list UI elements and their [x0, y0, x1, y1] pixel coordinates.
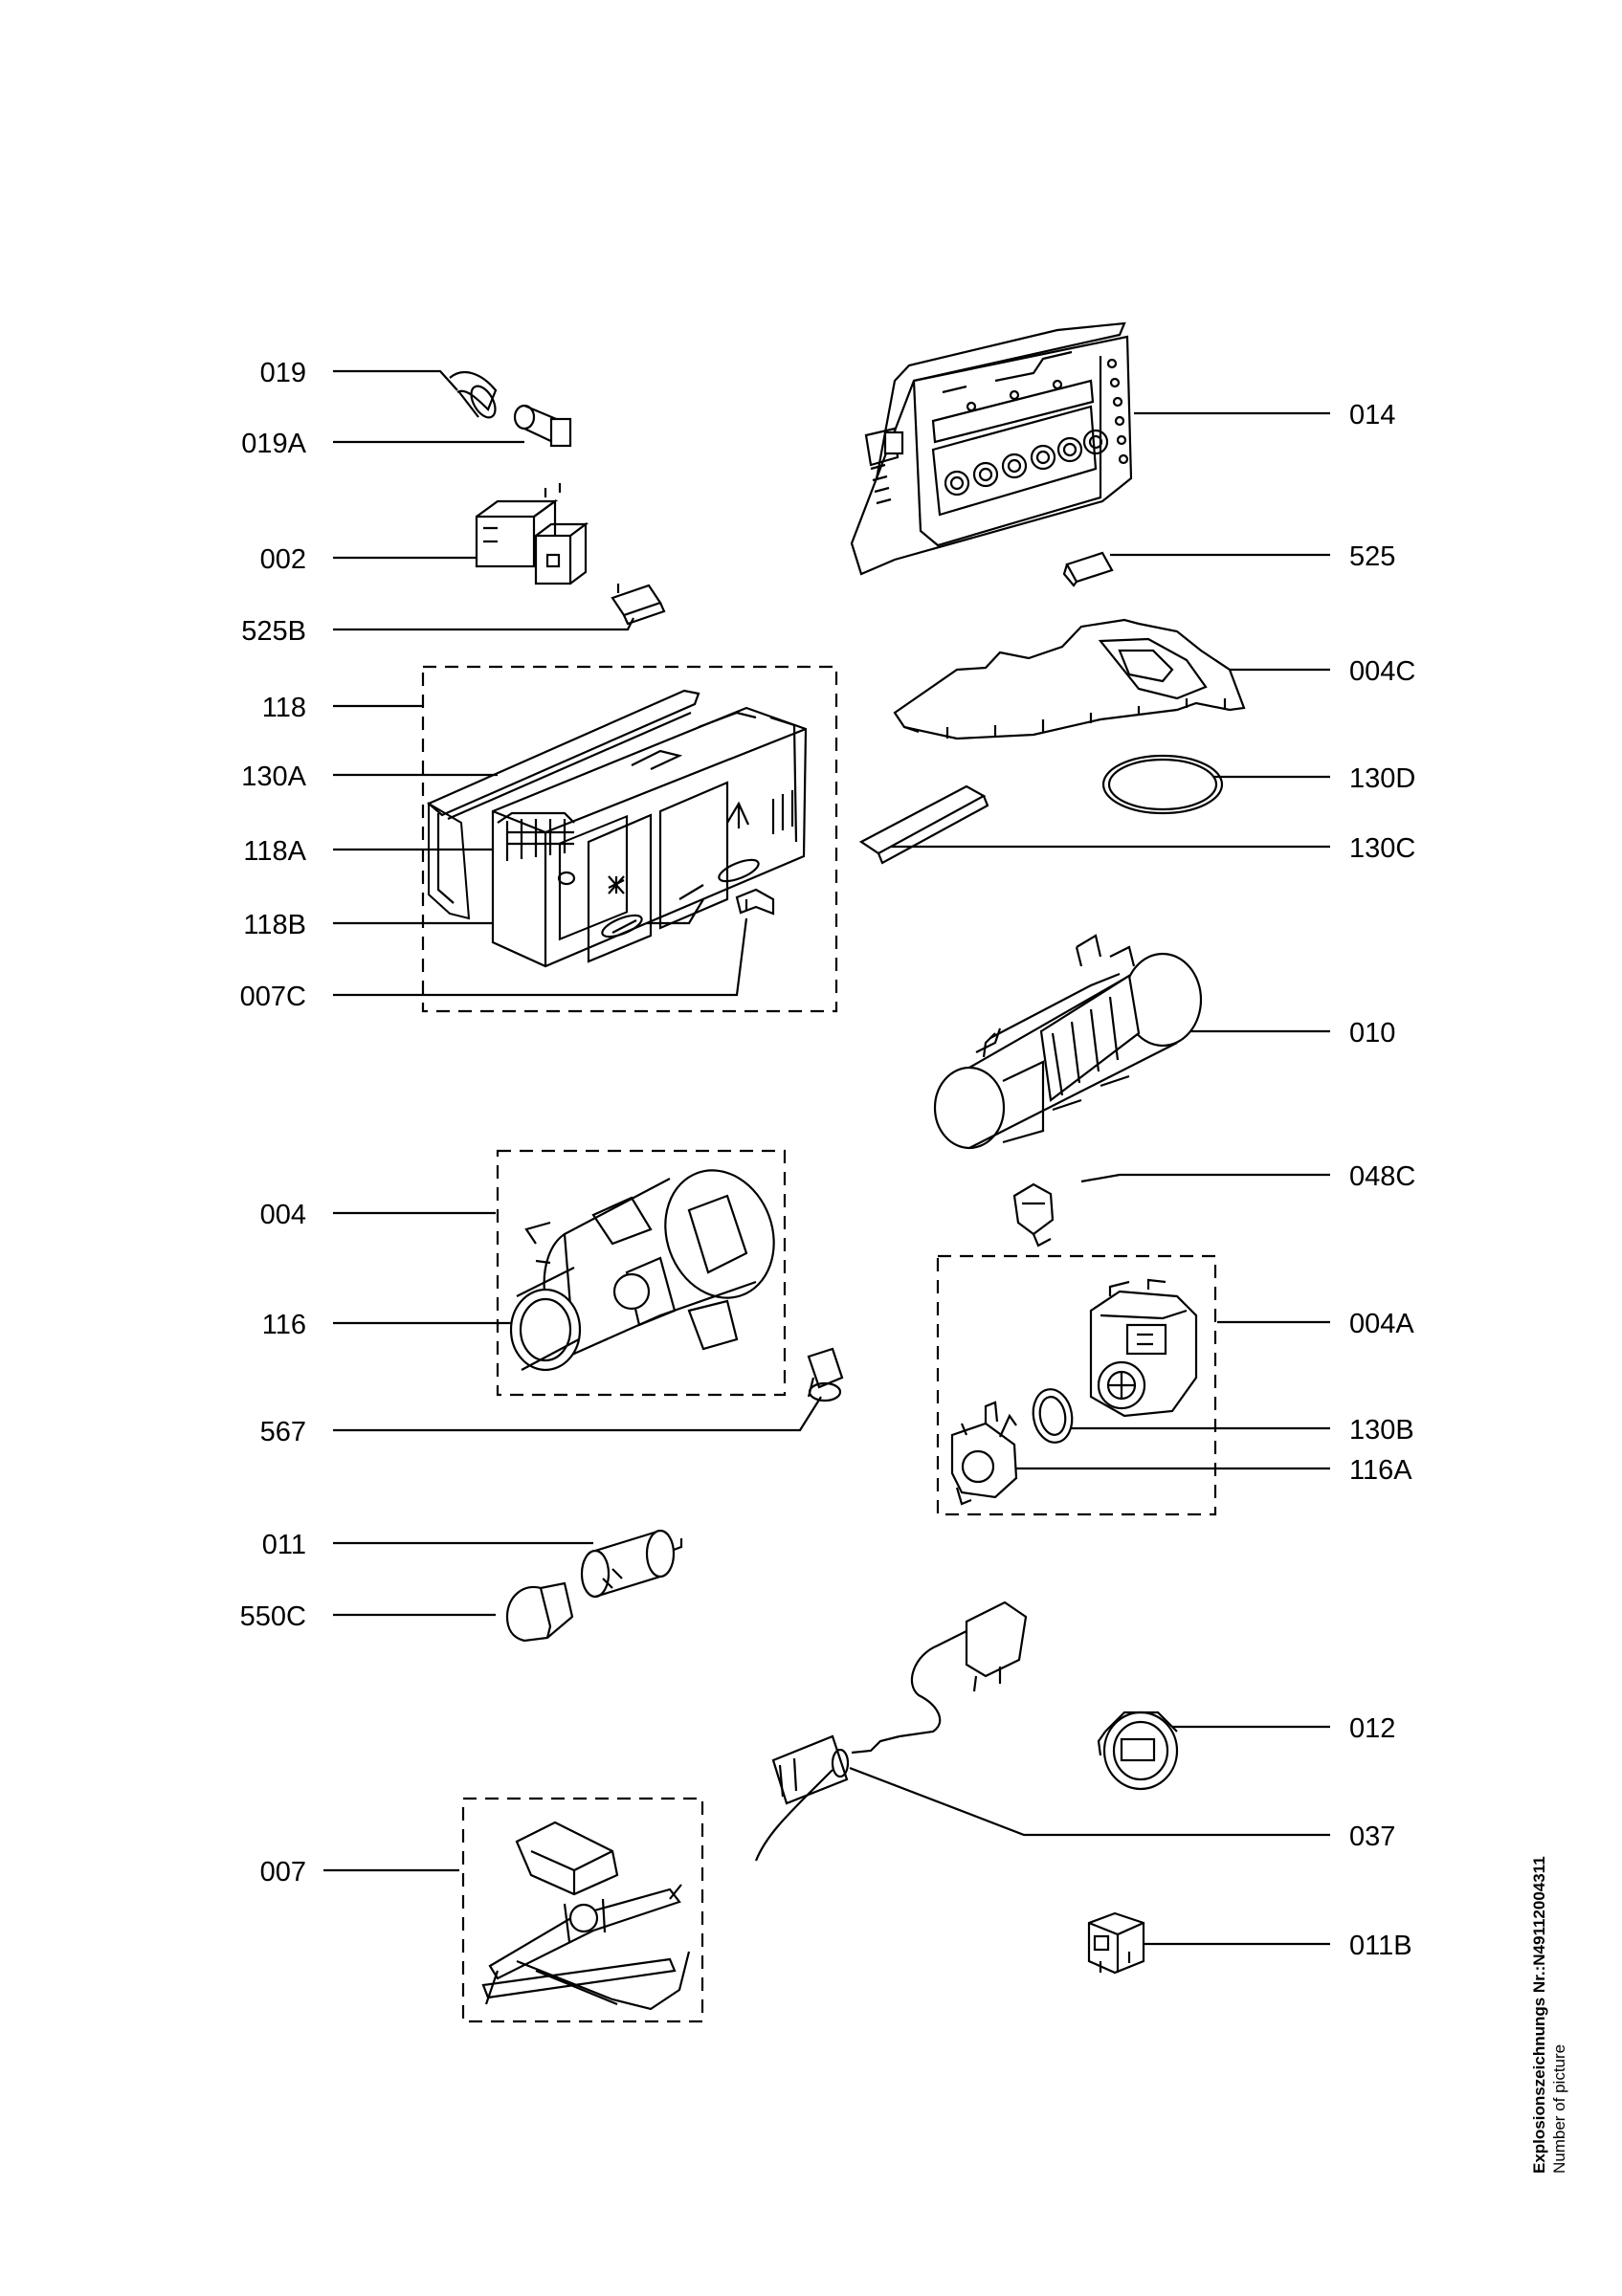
label-567: 567 — [259, 1417, 306, 1447]
part-048C-sensor — [1012, 1182, 1055, 1247]
part-130D-oring — [1101, 754, 1224, 815]
part-014-control-module — [850, 321, 1133, 576]
label-004A: 004A — [1349, 1309, 1414, 1339]
part-004A-drain-pump — [1089, 1278, 1198, 1418]
part-004-pump — [509, 1169, 775, 1372]
leader-lines-right — [849, 411, 1330, 1946]
label-019A: 019A — [241, 429, 306, 459]
part-567-clamp — [807, 1347, 844, 1402]
label-525B: 525B — [241, 616, 306, 647]
label-130D: 130D — [1349, 763, 1416, 794]
part-118-dispenser — [426, 689, 808, 968]
label-525: 525 — [1349, 541, 1396, 572]
label-048C: 048C — [1349, 1161, 1416, 1192]
part-004C-cover — [893, 618, 1246, 740]
drawing-number-note: Explosionszeichnungs Nr.:N49112004311 Nu… — [1529, 1856, 1569, 2174]
label-007C: 007C — [239, 982, 306, 1012]
label-019: 019 — [259, 358, 306, 388]
label-004C: 004C — [1349, 656, 1416, 687]
label-011B: 011B — [1349, 1931, 1412, 1961]
dashed-group-frames — [421, 665, 1217, 2023]
part-007C-clip — [735, 888, 775, 916]
leader-lines-left — [323, 369, 822, 1872]
part-116A-valve — [950, 1401, 1018, 1506]
part-011B-relay — [1087, 1911, 1145, 1975]
label-002: 002 — [259, 544, 306, 575]
label-550C: 550C — [239, 1601, 306, 1632]
label-118: 118 — [261, 693, 306, 723]
label-130C: 130C — [1349, 833, 1416, 864]
label-116: 116 — [261, 1310, 306, 1340]
part-012-pressure-switch — [1097, 1711, 1179, 1791]
part-525B-button — [611, 584, 666, 626]
part-550C-cap — [505, 1581, 574, 1643]
label-118B: 118B — [243, 910, 306, 940]
part-002-door-switch — [475, 483, 589, 585]
drawing-number: Explosionszeichnungs Nr.:N49112004311 — [1530, 1856, 1548, 2174]
label-130B: 130B — [1349, 1415, 1414, 1446]
part-130C-seal — [858, 784, 989, 865]
label-004: 004 — [259, 1200, 306, 1230]
label-010: 010 — [1349, 1018, 1396, 1049]
part-007-spray-arm — [481, 1821, 691, 2011]
part-019A-pin — [513, 404, 572, 448]
part-130B-oring — [1032, 1388, 1074, 1444]
label-014: 014 — [1349, 400, 1396, 430]
part-037-cable — [754, 1601, 1028, 1862]
part-525-button — [1062, 551, 1114, 587]
label-118A: 118A — [243, 836, 306, 867]
part-011-capacitor — [580, 1529, 683, 1599]
part-010-heater — [933, 934, 1203, 1150]
label-007: 007 — [259, 1857, 306, 1888]
label-130A: 130A — [241, 762, 306, 792]
label-011: 011 — [261, 1530, 306, 1560]
label-037: 037 — [1349, 1821, 1396, 1852]
label-116A: 116A — [1349, 1455, 1412, 1486]
part-019-clip — [449, 371, 498, 419]
label-012: 012 — [1349, 1713, 1396, 1744]
number-of-picture-caption: Number of picture — [1550, 2043, 1568, 2174]
